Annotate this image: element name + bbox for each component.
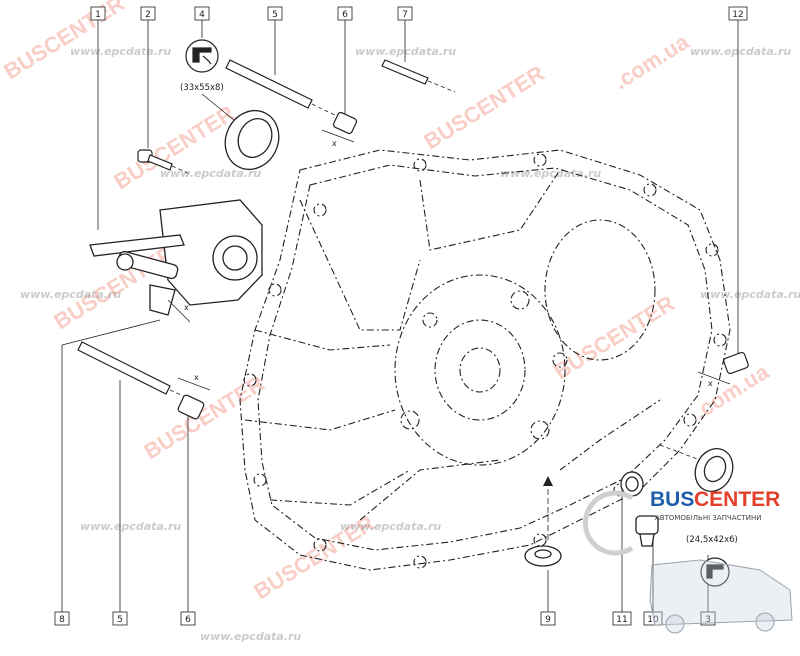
callout-6-bottom: 6	[180, 611, 196, 626]
bolt-small	[137, 149, 173, 171]
dimension-mark: x	[184, 303, 189, 312]
callout-1: 1	[90, 6, 106, 21]
svg-text:2: 2	[145, 10, 151, 20]
sealing-ring	[620, 471, 644, 497]
svg-text:10: 10	[647, 615, 659, 625]
svg-text:9: 9	[545, 615, 551, 625]
dowel-pin-bottom	[177, 394, 205, 420]
svg-text:1: 1	[95, 10, 101, 20]
svg-text:4: 4	[199, 10, 205, 20]
watermark-site: www.epcdata.ru	[70, 45, 171, 58]
dowel-pin-top	[332, 111, 358, 135]
drain-plug	[635, 515, 659, 547]
dimension-mark: x	[708, 379, 713, 388]
stud-long-top	[225, 59, 313, 109]
watermark-brand: BUSCENTER	[419, 60, 548, 154]
oil-seal-large	[224, 110, 280, 170]
watermark-site: www.epcdata.ru	[200, 630, 301, 643]
washer	[524, 545, 562, 567]
callout-4: 4	[194, 6, 210, 21]
logo-tagline: АВТОМОБІЛЬНІ ЗАПЧАСТИНИ	[655, 514, 761, 522]
callout-10: 10	[643, 611, 663, 626]
watermark-site: www.epcdata.ru	[690, 45, 791, 58]
logo-arc-icon	[582, 490, 634, 556]
svg-text:6: 6	[185, 615, 191, 625]
clutch-slave-cylinder	[89, 199, 263, 316]
watermark-site: www.epcdata.ru	[80, 520, 181, 533]
callout-9: 9	[540, 611, 556, 626]
callout-3: 3	[700, 611, 716, 626]
dowel-pin-right	[723, 351, 749, 375]
watermark-site: www.epcdata.ru	[20, 288, 121, 301]
watermark-site: www.epcdata.ru	[355, 45, 456, 58]
minibus-icon	[649, 559, 793, 634]
seal-profile-icon	[185, 39, 219, 73]
callout-7: 7	[397, 6, 413, 21]
seal-bottom-spec: (24,5x42x6)	[686, 535, 738, 545]
seal-profile-icon	[700, 557, 730, 587]
logo-text-bus: BUS	[650, 488, 694, 511]
callout-5-top: 5	[267, 6, 283, 21]
watermark-site: www.epcdata.ru	[500, 167, 601, 180]
svg-text:6: 6	[342, 10, 348, 20]
oil-seal-small	[694, 448, 734, 492]
watermark-domain: .com.ua	[609, 29, 693, 95]
dimension-mark: x	[194, 373, 199, 382]
buscenter-logo: BUS CENTER АВТОМОБІЛЬНІ ЗАПЧАСТИНИ	[582, 488, 793, 634]
watermark-site: www.epcdata.ru	[340, 520, 441, 533]
svg-text:7: 7	[402, 10, 408, 20]
svg-text:11: 11	[616, 615, 627, 625]
watermark-site: www.epcdata.ru	[160, 167, 261, 180]
svg-text:3: 3	[705, 615, 711, 625]
callout-6-top: 6	[337, 6, 353, 21]
logo-text-center: CENTER	[694, 488, 780, 511]
watermark-brand: BUSCENTER	[109, 100, 238, 194]
callout-11: 11	[612, 611, 632, 626]
gearbox-housing	[239, 149, 731, 571]
svg-text:8: 8	[59, 615, 65, 625]
callout-12: 12	[728, 6, 748, 21]
svg-text:12: 12	[732, 10, 743, 20]
dimension-mark: x	[332, 139, 337, 148]
svg-text:5: 5	[117, 615, 123, 625]
seal-top-spec: (33x55x8)	[180, 83, 224, 93]
watermark-site: www.epcdata.ru	[700, 288, 800, 301]
callout-labels: 1 2 4 5 6 7 12 8 5 6 9 11 10 3	[54, 6, 748, 626]
svg-text:5: 5	[272, 10, 278, 20]
watermark-brand: BUSCENTER	[0, 0, 129, 84]
watermark-brand: BUSCENTER	[549, 290, 678, 384]
stud-long-bottom	[77, 341, 171, 395]
stud-short	[381, 59, 429, 85]
callout-5-bottom: 5	[112, 611, 128, 626]
callout-2: 2	[140, 6, 156, 21]
callout-8: 8	[54, 611, 70, 626]
